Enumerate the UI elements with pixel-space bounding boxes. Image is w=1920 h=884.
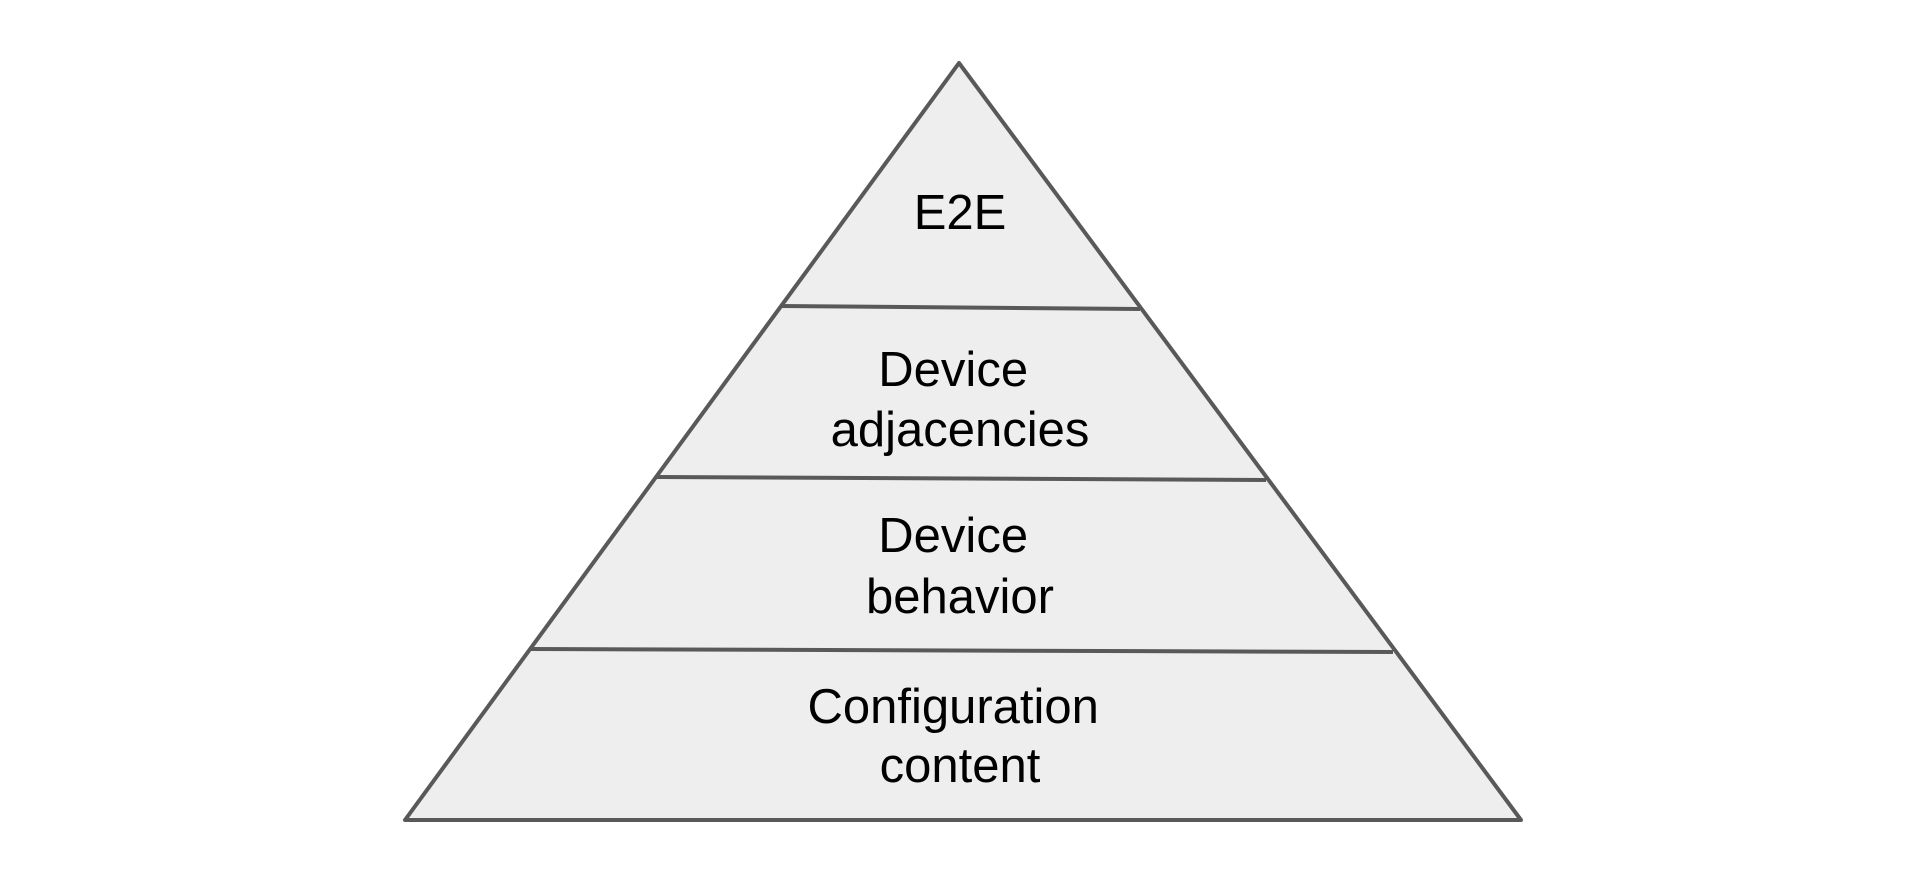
layer-label-line: content	[880, 739, 1041, 793]
layer-divider-1	[779, 304, 1141, 311]
layer-label-device-adjacencies: Device adjacencies	[831, 343, 1090, 457]
layer-label-line: Configuration	[807, 680, 1098, 734]
layer-label-configuration-content: Configuration content	[807, 680, 1112, 793]
layer-label-line: Device	[878, 343, 1028, 397]
layer-label-line: adjacencies	[831, 403, 1090, 457]
layer-divider-2	[656, 475, 1267, 482]
layer-label-line: Device	[878, 509, 1028, 563]
layer-divider-3	[530, 647, 1394, 654]
layer-label-device-behavior: Device behavior	[866, 509, 1054, 624]
layer-label-line: E2E	[914, 186, 1007, 240]
layer-label-line: behavior	[866, 570, 1054, 624]
layer-label-e2e: E2E	[914, 186, 1007, 240]
pyramid-outline	[403, 61, 1523, 822]
